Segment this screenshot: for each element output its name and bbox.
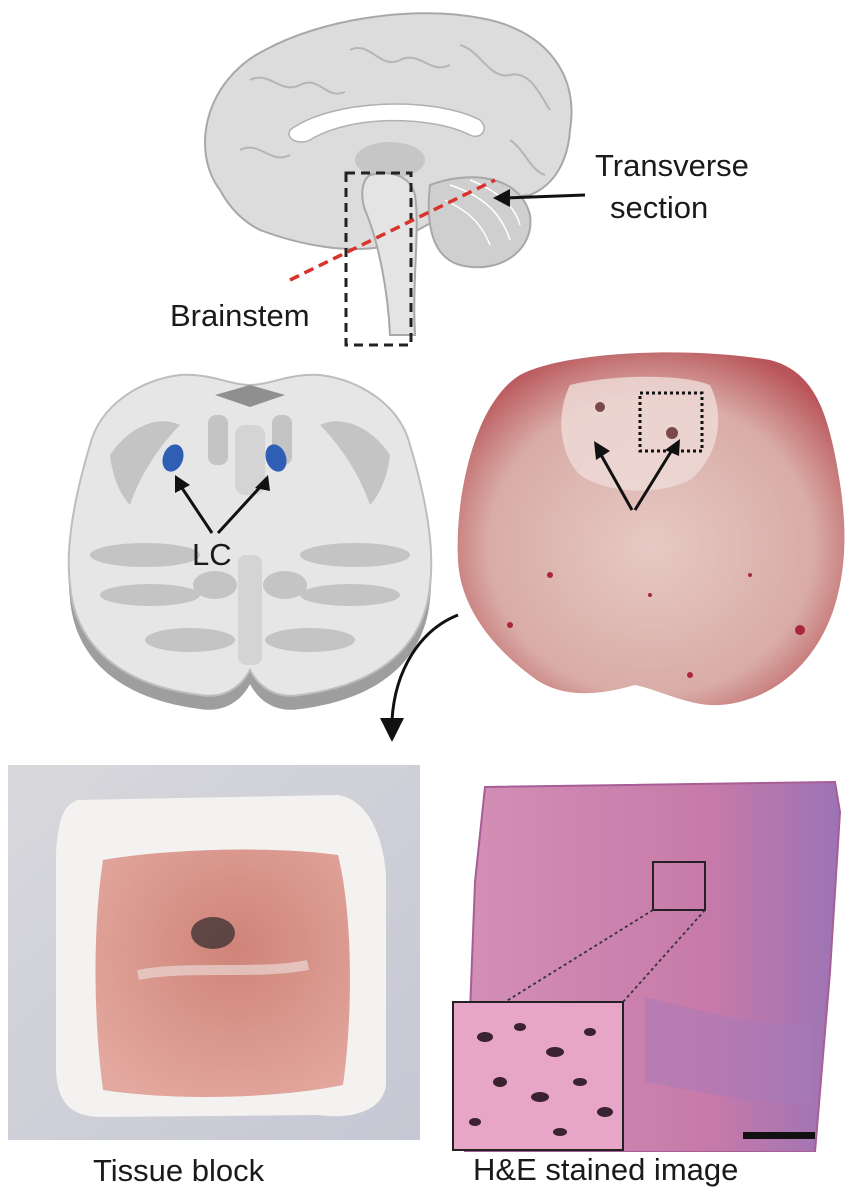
sagittal-brain-svg [204,12,586,347]
pons-cross-section-diagram: LC [40,355,460,715]
blood-spots [507,572,805,678]
brainstem-label: Brainstem [170,298,310,333]
photo-svg [457,352,845,706]
transverse-label-line2: section [610,190,709,225]
corpus-callosum [288,103,485,143]
thalamus [355,142,425,178]
transverse-section-line [289,178,496,282]
cerebellum [427,176,532,269]
he-stained-image: H&E stained image [445,762,855,1187]
lc-spot-right [666,427,678,439]
scale-bar [743,1132,815,1139]
lc-left-marker [162,444,184,472]
tissue-block-label: Tissue block [93,1153,265,1188]
transverse-label-line1: Transverse [595,148,749,183]
he-image-label: H&E stained image [473,1152,739,1187]
tissue-block-photo: Tissue block [8,765,420,1188]
pons-svg [67,373,433,710]
brainstem-box [344,171,413,347]
neuromelanin-cells [469,1023,613,1136]
block-svg [8,765,420,1140]
transverse-arrow [504,193,586,200]
brainstem-shape [361,172,418,336]
curved-arrow [380,613,459,742]
he-roi-box [652,861,706,911]
tissue-section [457,352,845,706]
transverse-arrow-head [493,189,510,207]
zoom-line-left [504,909,654,1003]
sagittal-brain-diagram: Transverse section Brainstem [150,0,863,350]
he-svg [452,780,842,1152]
lc-arrow-left [178,484,214,534]
photo-arrow-left [598,452,634,511]
photo-arrow-left-head [594,441,610,460]
photo-arrow-right [633,449,674,511]
lc-arrow-right [216,483,264,535]
lc-arrow-right-head [255,475,270,491]
pons-outline [67,373,433,697]
he-purple-band [645,997,815,1103]
brainstem-section-photo [450,345,863,715]
photo-arrow-right-head [665,439,680,456]
zoom-line-right [622,909,706,1003]
lc-right-marker [265,444,287,472]
lc-arrow-left-head [175,475,190,493]
lc-label: LC [192,537,232,572]
gyri [239,44,551,176]
he-inset [452,1001,624,1151]
lc-pigment [191,917,235,949]
lc-spot-left [595,402,605,412]
